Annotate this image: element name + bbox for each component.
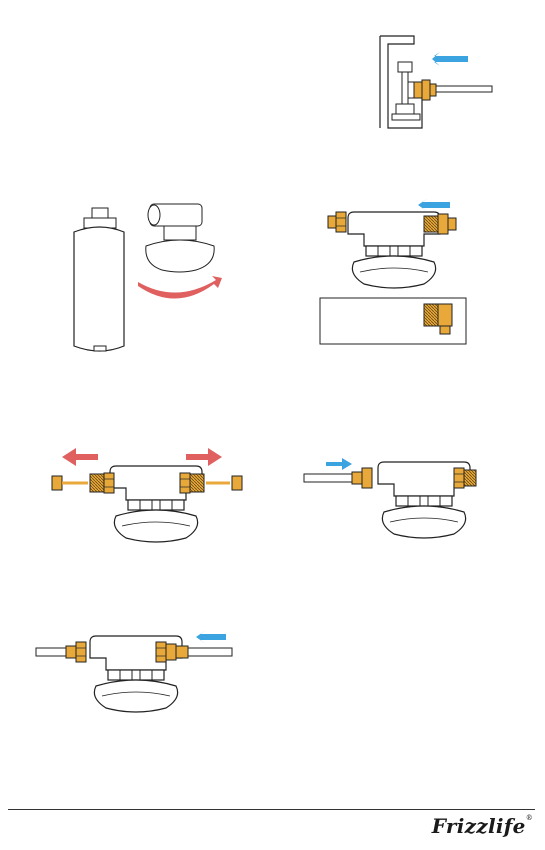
head-fittings-figure xyxy=(320,192,480,347)
head-fittings-removed-figure xyxy=(50,448,250,548)
brand-name: Frizzlife xyxy=(432,814,526,838)
arrow-curved-icon xyxy=(138,276,222,299)
arrow-left-icon xyxy=(62,448,98,466)
arrow-left-icon xyxy=(432,52,468,66)
valve-install-figure xyxy=(374,36,514,132)
brand-logo: Frizzlife® xyxy=(432,814,533,838)
arrow-right-icon xyxy=(326,458,352,470)
registered-mark: ® xyxy=(526,814,533,822)
arrow-right-icon xyxy=(186,448,222,466)
cartridge-head-figure xyxy=(66,196,226,356)
footer-divider xyxy=(8,809,535,810)
arrow-left-icon xyxy=(196,630,226,644)
inlet-tube-figure xyxy=(304,456,494,546)
outlet-tube-figure xyxy=(36,626,236,716)
arrow-left-icon xyxy=(418,198,450,212)
